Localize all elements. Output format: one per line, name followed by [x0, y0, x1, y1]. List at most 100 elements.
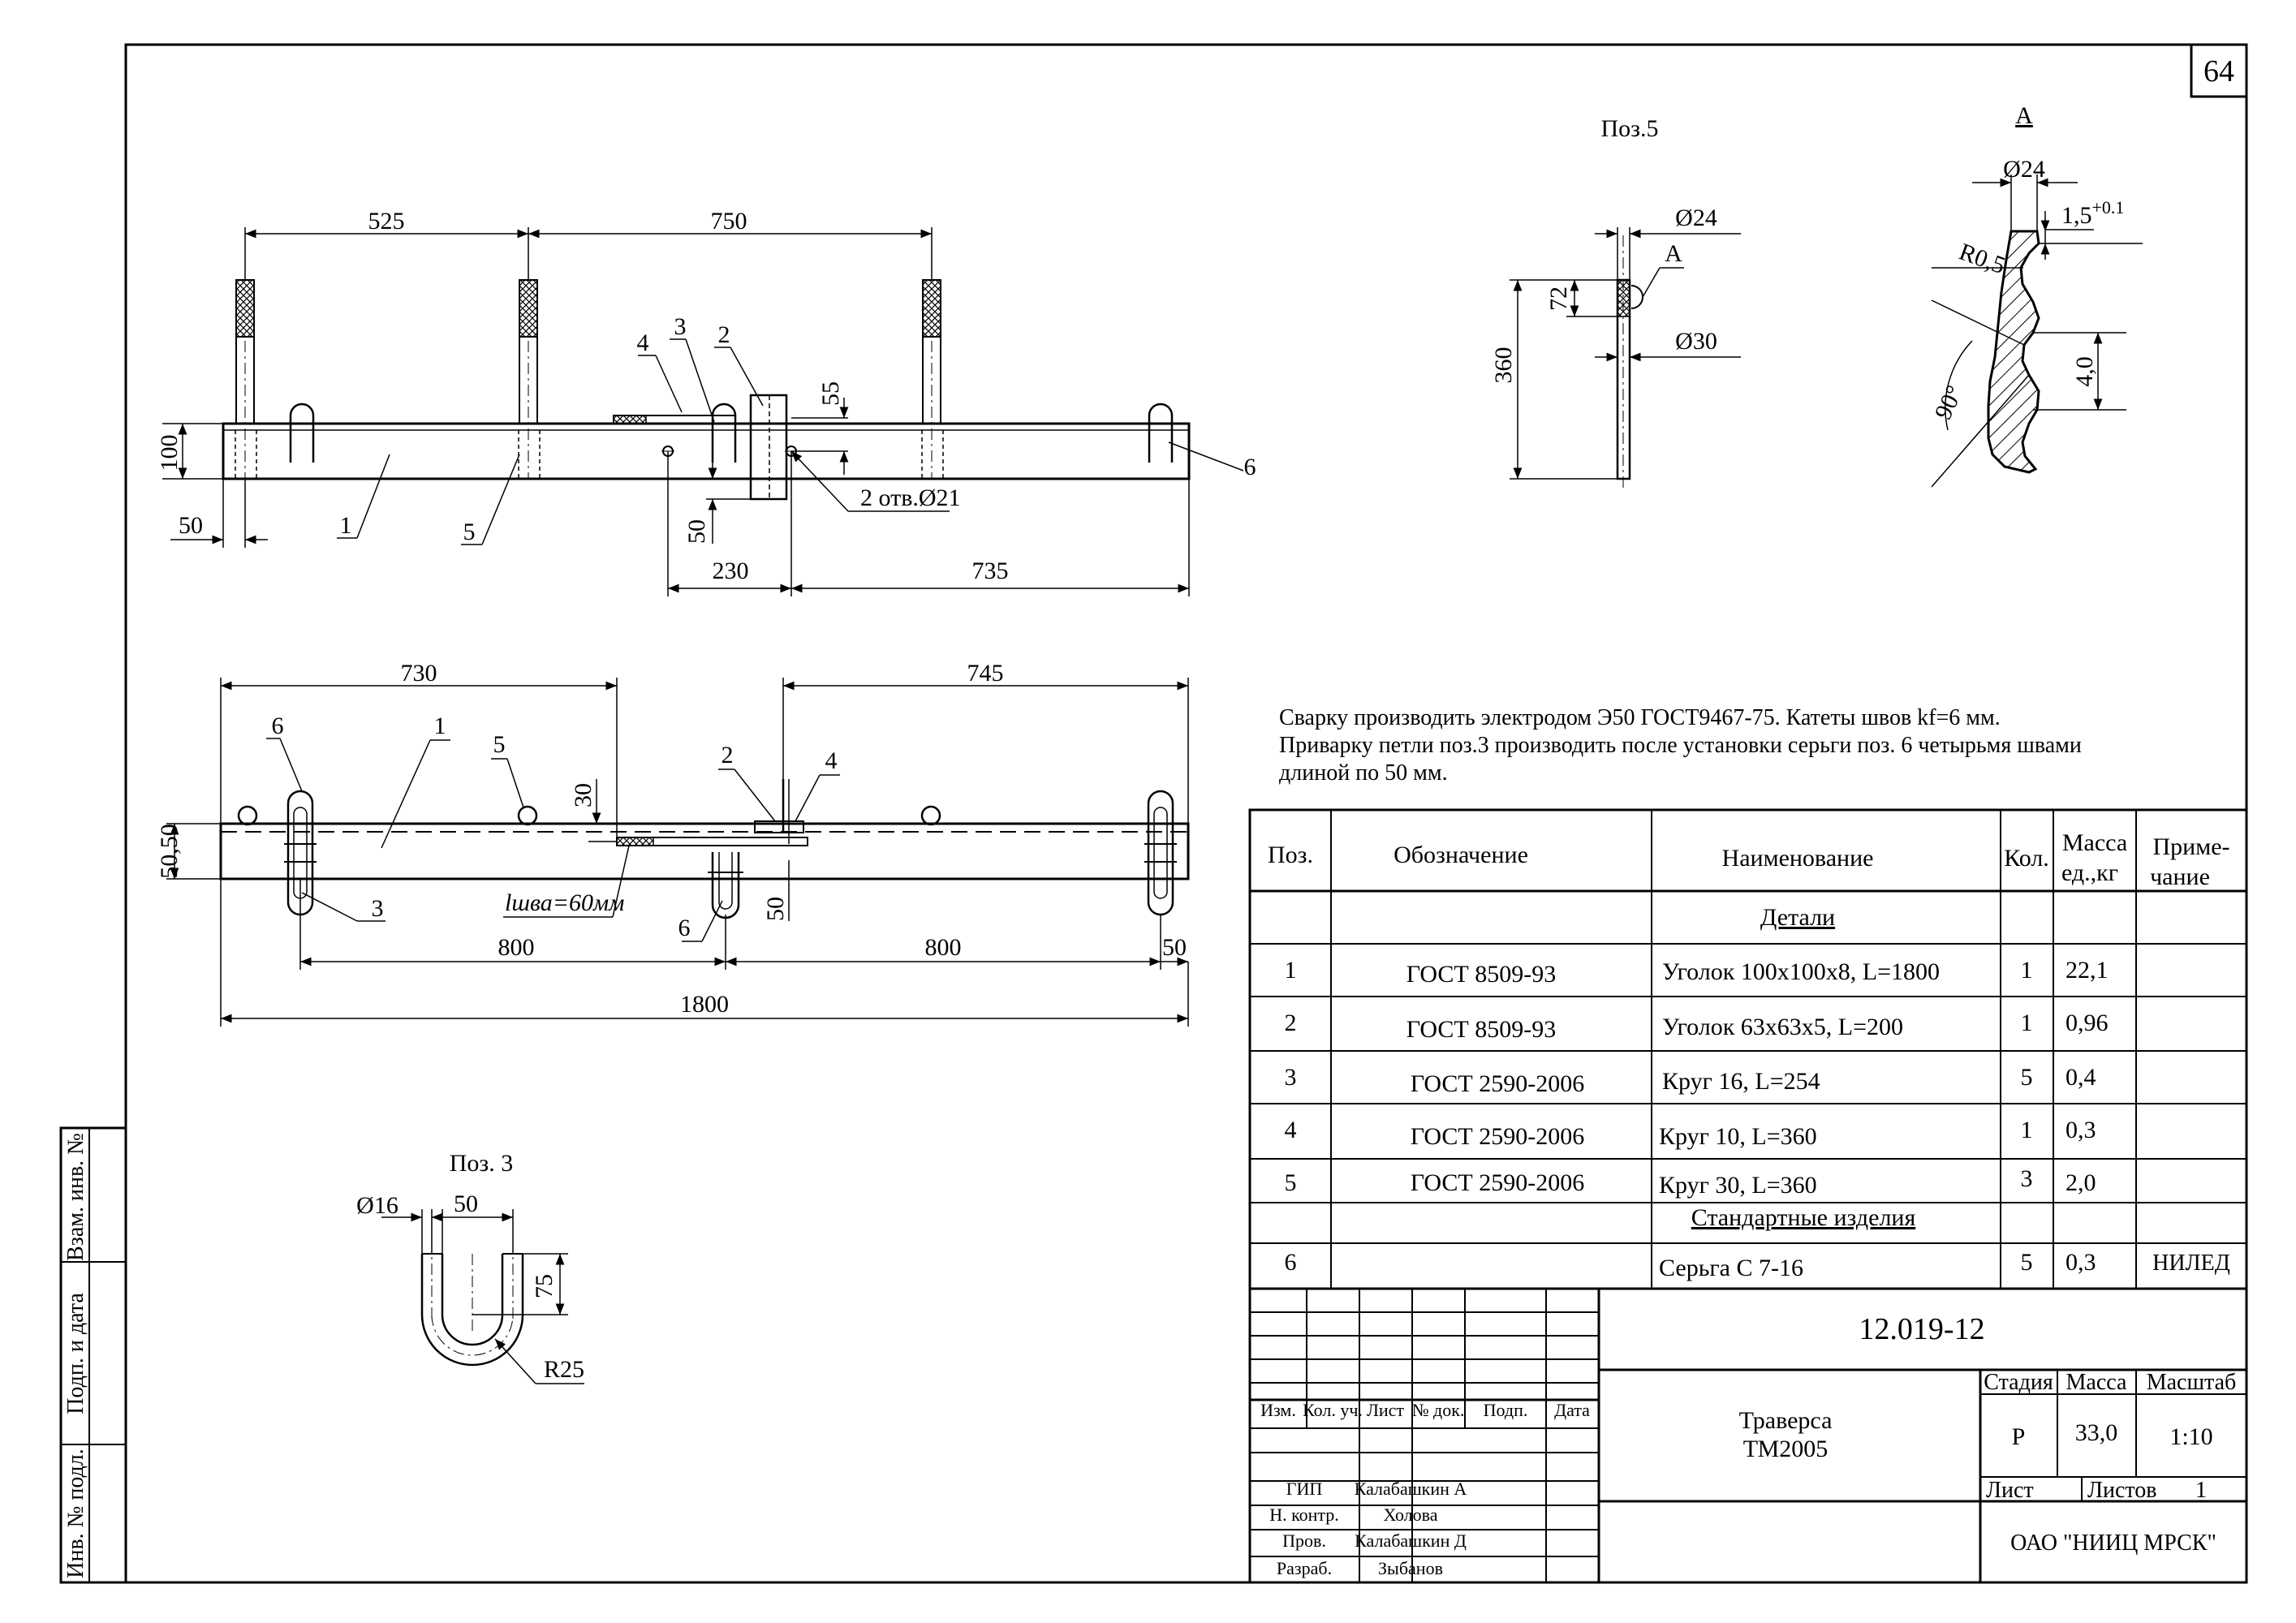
cell-qty: 1: [2021, 957, 2033, 984]
pos5-d30: Ø30: [1675, 328, 1717, 355]
side-stamp-sign: Подп. и дата: [63, 1293, 88, 1414]
top-callout-3: 3: [372, 895, 384, 922]
dim-1800: 1800: [680, 991, 729, 1018]
sheet-frame: 64: [124, 43, 2248, 1584]
mass-label: Масса: [2066, 1370, 2128, 1395]
dim-525: 525: [368, 208, 405, 235]
tb-col-date: Дата: [1554, 1400, 1590, 1420]
section-d40: 4,0: [2071, 356, 2098, 387]
sheets-value: 1: [2195, 1478, 2207, 1503]
table-row: 6 Серьга С 7-16 5 0,3 НИЛЕД: [1285, 1249, 2230, 1281]
dim-50-left: 50: [179, 512, 203, 539]
rod: [235, 279, 255, 479]
pos5-d24: Ø24: [1675, 204, 1717, 231]
sheet-number: 64: [2203, 54, 2234, 88]
sheets-label: Листов: [2087, 1478, 2157, 1503]
cell-qty: 1: [2021, 1010, 2033, 1036]
dim-50-plate: 50: [762, 897, 789, 921]
pos5-d360: 360: [1490, 347, 1517, 384]
dim-800-left: 800: [498, 934, 535, 961]
stage-label: Стадия: [1984, 1370, 2053, 1395]
tb-role-dev: Разраб.: [1277, 1558, 1332, 1578]
cell-mass: 22,1: [2066, 957, 2109, 984]
pos3-title: Поз. 3: [450, 1150, 514, 1177]
cell-designation: ГОСТ 8509-93: [1406, 1016, 1556, 1043]
cell-mass: 0,3: [2066, 1249, 2096, 1276]
table-row: 1 ГОСТ 8509-93 Уголок 100x100x8, L=1800 …: [1285, 957, 2109, 988]
cell-pos: 1: [1285, 957, 1297, 984]
callout-2: 2: [718, 321, 730, 348]
cell-name: Серьга С 7-16: [1659, 1255, 1803, 1281]
cell-qty: 1: [2021, 1117, 2033, 1143]
cell-designation: ГОСТ 2590-2006: [1411, 1123, 1584, 1150]
scale-value: 1:10: [2169, 1423, 2212, 1450]
dim-50-right: 50: [1162, 934, 1187, 961]
cell-qty: 3: [2021, 1165, 2033, 1192]
side-stamp: Взам. инв. № Подп. и дата Инв. № подл.: [59, 1126, 127, 1584]
spec-header-pos: Поз.: [1268, 842, 1313, 868]
top-callout-5: 5: [493, 731, 506, 758]
pos5-mark-a: A: [1665, 240, 1682, 267]
tb-col-doc: № док.: [1412, 1400, 1465, 1420]
callout-3: 3: [674, 313, 687, 340]
cell-mass: 2,0: [2066, 1169, 2096, 1196]
technical-notes: Сварку производить электродом Э50 ГОСТ94…: [1279, 704, 2196, 787]
weld-length-label: lшва=60мм: [505, 889, 624, 916]
side-stamp-inv: Инв. № подл.: [63, 1449, 88, 1578]
spec-header-note-2: чание: [2150, 863, 2210, 890]
spec-section-details: Детали: [1760, 904, 1835, 931]
spec-header-name: Наименование: [1722, 845, 1874, 872]
cell-pos: 5: [1285, 1169, 1297, 1196]
pos3-d75: 75: [531, 1274, 558, 1298]
rod: [922, 279, 941, 479]
section-angle: 90°: [1930, 381, 1969, 424]
mass-value: 33,0: [2075, 1419, 2118, 1446]
pos3-d50: 50: [454, 1190, 478, 1217]
note-line: Сварку производить электродом Э50 ГОСТ94…: [1279, 705, 2001, 730]
dim-735: 735: [972, 558, 1009, 584]
dim-745: 745: [967, 660, 1004, 687]
top-view: 730 745 30 50,50 800 800 50 50 1800 lшва…: [156, 660, 1190, 1027]
tb-col-sign: Подп.: [1484, 1400, 1528, 1420]
dim-750: 750: [711, 208, 747, 235]
spec-header-mass-unit: ед.,кг: [2061, 859, 2118, 886]
side-stamp-replace: Взам. инв. №: [63, 1133, 88, 1261]
cell-name: Круг 10, L=360: [1659, 1123, 1817, 1150]
tb-col-kol: Кол. уч.: [1303, 1400, 1363, 1420]
cell-note: НИЛЕД: [2152, 1251, 2230, 1276]
section-d24: Ø24: [2003, 156, 2045, 183]
dim-50-50: 50,50: [156, 824, 183, 879]
cell-pos: 2: [1285, 1010, 1297, 1036]
section-tol: 1,5+0.1: [2061, 197, 2124, 229]
cell-name: Круг 30, L=360: [1659, 1172, 1817, 1199]
note-line: длиной по 50 мм.: [1279, 760, 1448, 786]
spec-header-designation: Обозначение: [1394, 842, 1528, 868]
callout-5: 5: [463, 519, 476, 545]
cell-mass: 0,4: [2066, 1064, 2096, 1091]
organization: ОАО "НИИЦ МРСК": [2010, 1530, 2216, 1556]
tb-role-check: Пров.: [1282, 1530, 1326, 1551]
cell-name: Уголок 63x63x5, L=200: [1662, 1014, 1903, 1040]
cell-designation: ГОСТ 2590-2006: [1411, 1169, 1584, 1196]
tb-role-norm: Н. контр.: [1269, 1505, 1339, 1525]
callout-6: 6: [1244, 454, 1256, 480]
tb-col-list: Лист: [1367, 1400, 1404, 1420]
table-row: 2 ГОСТ 8509-93 Уголок 63x63x5, L=200 1 0…: [1285, 1010, 2109, 1043]
pos3-detail: Поз. 3 Ø16 50 75 R25: [356, 1150, 584, 1384]
table-row: 4 ГОСТ 2590-2006 Круг 10, L=360 1 0,3: [1285, 1117, 2096, 1150]
dim-230: 230: [713, 558, 749, 584]
pos3-r25: R25: [544, 1356, 584, 1383]
cell-mass: 0,96: [2066, 1010, 2109, 1036]
cell-designation: ГОСТ 2590-2006: [1411, 1070, 1584, 1097]
spec-table: Поз. Обозначение Наименование Кол. Масса…: [1248, 808, 2248, 1290]
tb-name-norm: Холова: [1383, 1505, 1437, 1525]
shackle: [1144, 790, 1177, 916]
cell-name: Уголок 100x100x8, L=1800: [1662, 958, 1940, 985]
cell-qty: 5: [2021, 1249, 2033, 1276]
cell-pos: 4: [1285, 1117, 1297, 1143]
rod: [519, 279, 538, 479]
cell-pos: 6: [1285, 1249, 1297, 1276]
dim-800-right: 800: [925, 934, 962, 961]
section-r05: R0,5: [1956, 239, 2009, 280]
tb-col-izm: Изм.: [1260, 1400, 1296, 1420]
